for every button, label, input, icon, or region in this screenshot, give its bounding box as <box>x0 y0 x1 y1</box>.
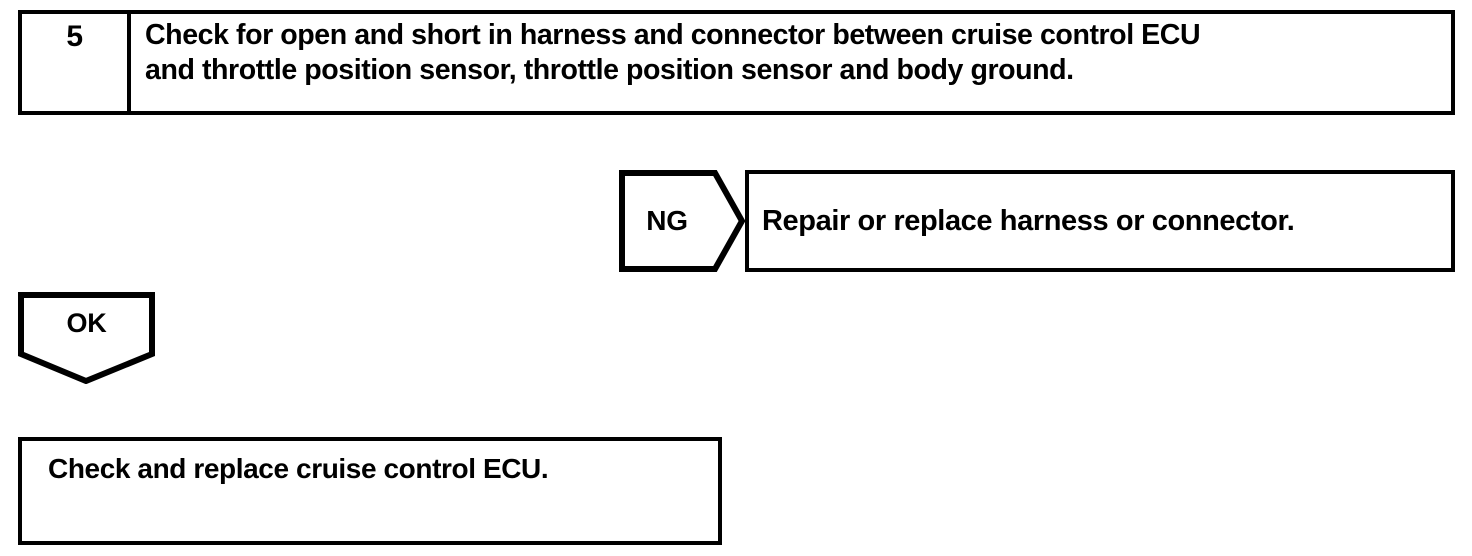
ng-branch-label: NG <box>646 205 688 236</box>
ng-action-text: Repair or replace harness or connector. <box>762 204 1295 237</box>
ok-action-box: Check and replace cruise control ECU. <box>18 437 722 545</box>
step-row: 5 Check for open and short in harness an… <box>18 10 1455 115</box>
ng-action-box: Repair or replace harness or connector. <box>745 170 1455 272</box>
step-description-cell: Check for open and short in harness and … <box>135 14 1451 111</box>
ok-action-text: Check and replace cruise control ECU. <box>48 453 549 484</box>
step-number-cell: 5 <box>22 14 131 111</box>
ok-arrow-icon <box>18 292 155 384</box>
step-description-line-1: Check for open and short in harness and … <box>145 19 1201 51</box>
step-number: 5 <box>66 20 83 53</box>
ng-arrow-icon <box>619 170 745 272</box>
step-description-line-2: and throttle position sensor, throttle p… <box>145 54 1074 86</box>
ok-branch-label: OK <box>66 307 107 338</box>
